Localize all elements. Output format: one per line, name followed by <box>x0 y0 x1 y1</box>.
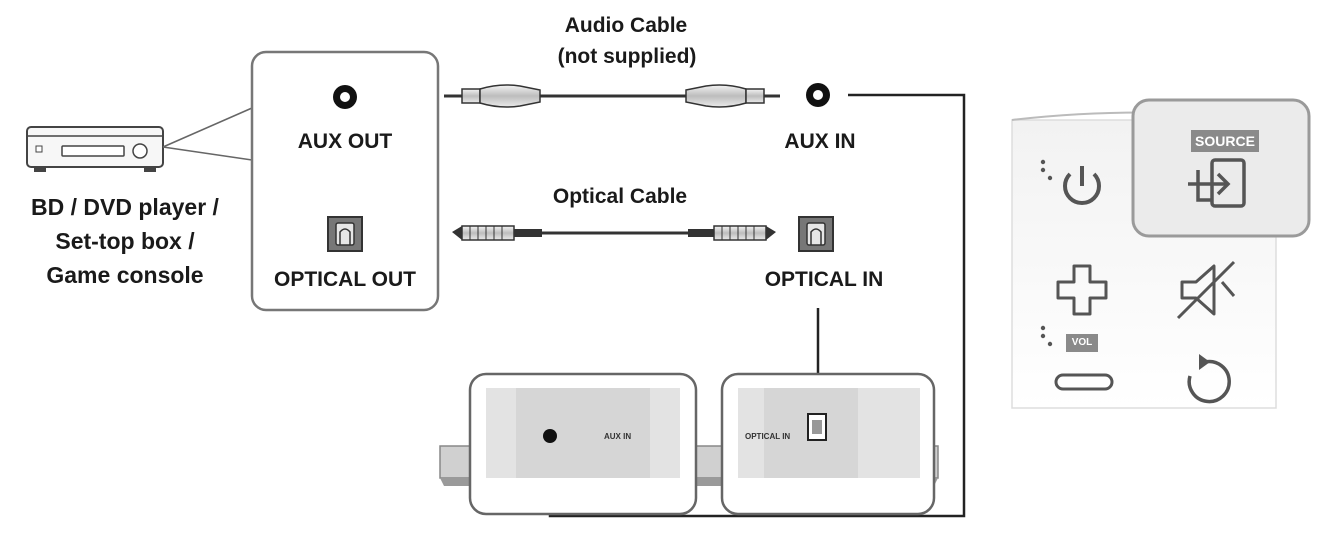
rear-aux-in-label: AUX IN <box>604 432 632 441</box>
optical-cable-title: Optical Cable <box>552 185 688 208</box>
source-input-icon <box>1188 158 1246 208</box>
optical-out-port-icon <box>327 216 363 252</box>
optical-out-label: OPTICAL OUT <box>274 268 416 291</box>
aux-in-label: AUX IN <box>784 130 856 153</box>
soundbar-rear-panel <box>439 372 939 516</box>
aux-out-label: AUX OUT <box>297 130 393 153</box>
plus-icon <box>1056 264 1108 316</box>
audio-cable-note: (not supplied) <box>557 45 697 68</box>
source-device-label-line1: BD / DVD player / <box>31 194 219 220</box>
repeat-icon <box>1187 354 1231 404</box>
audio-cable-title: Audio Cable <box>564 14 688 37</box>
optical-in-label: OPTICAL IN <box>764 268 884 291</box>
source-button-highlight <box>1131 98 1311 238</box>
minus-icon <box>1054 373 1114 391</box>
source-badge <box>1191 130 1259 152</box>
audio-cable-icon <box>444 84 780 108</box>
control-panel <box>1011 98 1311 409</box>
mute-icon <box>1176 260 1236 320</box>
vol-dot <box>1040 325 1046 331</box>
source-device-label-line2: Set-top box / <box>55 228 195 254</box>
vol-badge <box>1066 334 1098 352</box>
aux-out-jack-icon <box>333 85 357 109</box>
bd-dvd-player-icon <box>26 126 164 172</box>
vol-dot <box>1047 341 1053 347</box>
power-icon <box>1040 159 1101 206</box>
optical-cable-icon <box>452 225 776 241</box>
optical-in-port-icon <box>798 216 834 252</box>
vol-label: VOL <box>1071 337 1093 348</box>
device-port-panel <box>250 50 440 312</box>
vol-dot <box>1040 333 1046 339</box>
source-device-label-line3: Game console <box>46 262 204 288</box>
source-label: SOURCE <box>1195 133 1255 149</box>
rear-optical-in-label: OPTICAL IN <box>745 432 791 441</box>
aux-in-jack-icon <box>806 83 830 107</box>
callout-pointer <box>162 107 253 161</box>
